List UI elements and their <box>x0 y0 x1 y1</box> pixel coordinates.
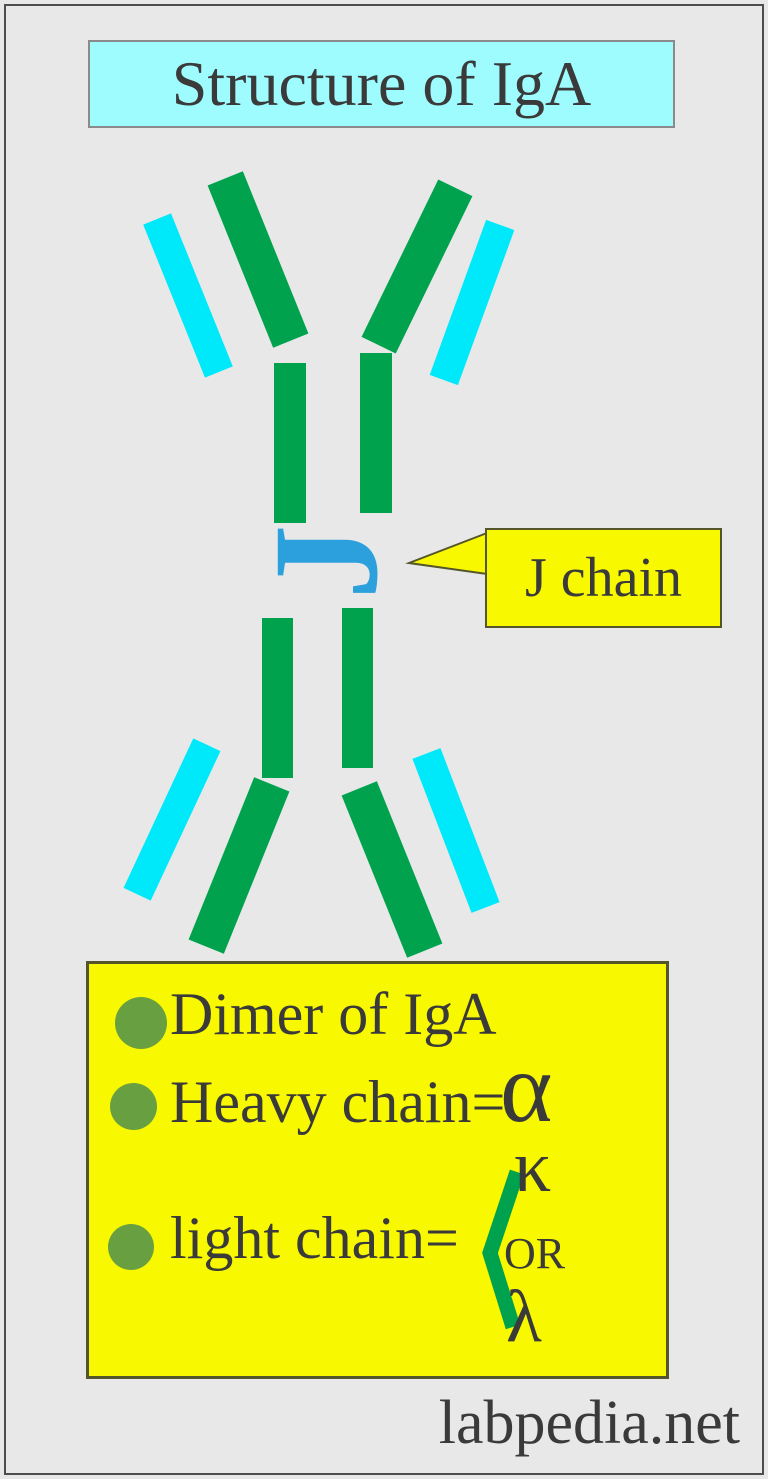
legend-box <box>86 961 669 1379</box>
j-chain-callout-label: J chain <box>524 547 683 609</box>
lower-left-light-chain-bar <box>123 738 221 901</box>
legend-item-heavy-chain: Heavy chain= <box>170 1069 506 1135</box>
lower-right-heavy-chain-arm-bar <box>341 781 443 958</box>
j-chain-glyph: J <box>243 524 409 600</box>
title-box: Structure of IgA <box>88 40 675 128</box>
kappa-symbol: κ <box>514 1126 552 1208</box>
watermark-site-name: labpedia.net <box>438 1389 740 1457</box>
lower-left-heavy-chain-stem-bar <box>262 618 293 778</box>
bullet-icon <box>108 1224 154 1270</box>
callout-pointer-icon <box>405 531 488 576</box>
light-chain-options-bracket-icon <box>482 1169 525 1330</box>
or-connector-label: OR <box>504 1229 566 1278</box>
upper-left-heavy-chain-stem-bar <box>274 363 306 523</box>
lower-right-heavy-chain-stem-bar <box>342 608 373 768</box>
upper-left-heavy-chain-arm-bar <box>207 171 309 348</box>
alpha-symbol: α <box>500 1032 553 1143</box>
legend-item-dimer: Dimer of IgA <box>170 981 497 1047</box>
bullet-icon <box>115 997 167 1049</box>
page-title: Structure of IgA <box>171 48 592 119</box>
upper-right-heavy-chain-stem-bar <box>360 353 392 513</box>
lambda-symbol: λ <box>506 1276 542 1358</box>
j-chain-callout: J chain <box>485 528 722 628</box>
bullet-icon <box>110 1083 157 1130</box>
lower-right-light-chain-bar <box>412 748 500 913</box>
legend-item-light-chain: light chain= <box>170 1205 459 1271</box>
lower-left-heavy-chain-arm-bar <box>188 777 290 954</box>
upper-left-light-chain-bar <box>143 213 233 378</box>
